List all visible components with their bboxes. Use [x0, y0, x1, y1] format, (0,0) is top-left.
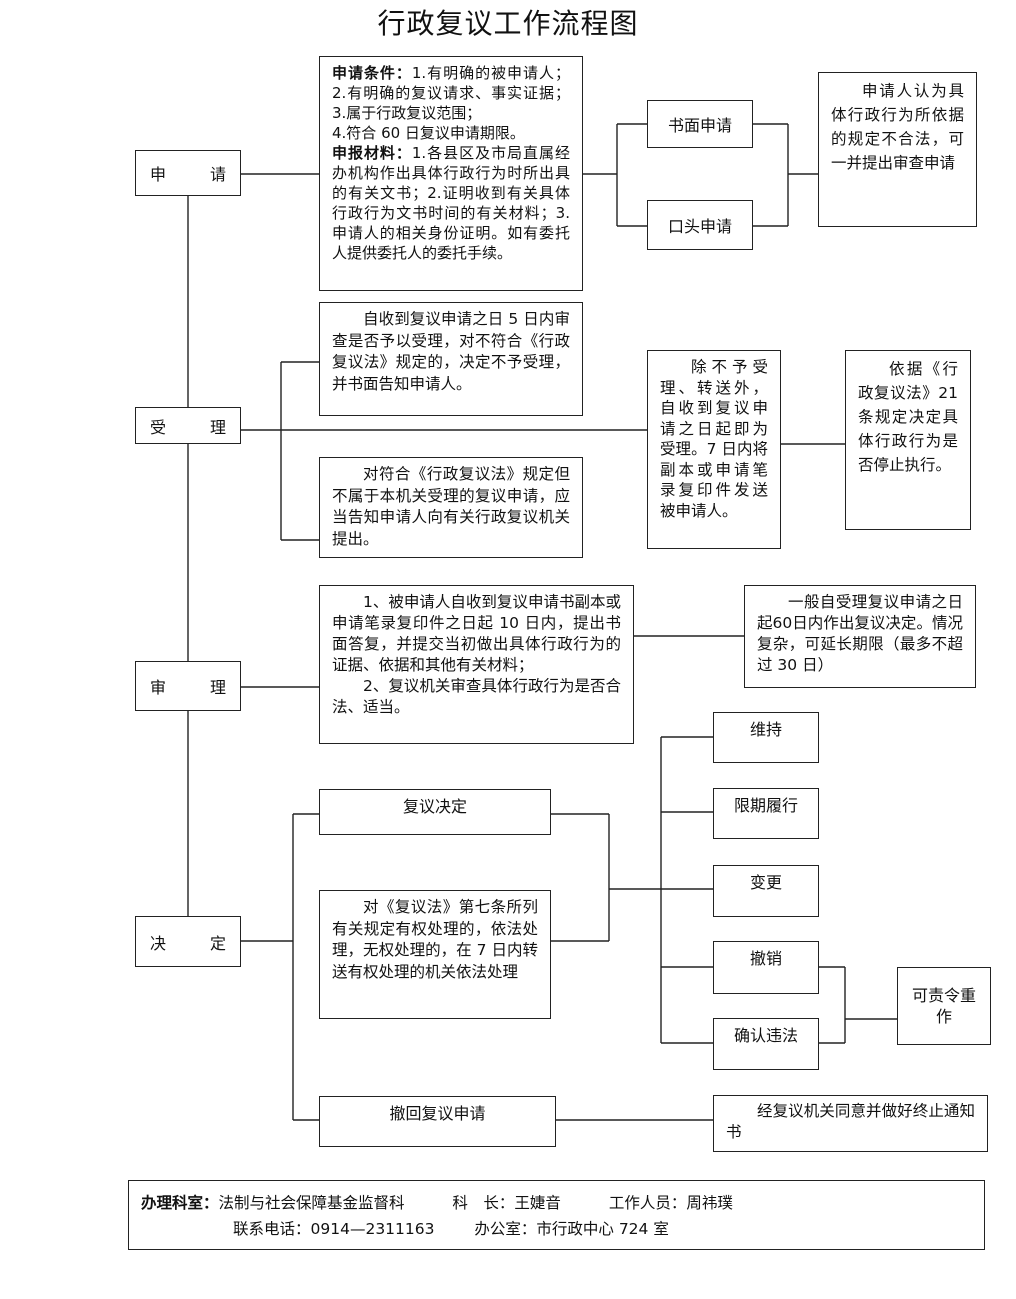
stage-decide-char-1: 决 — [150, 933, 167, 953]
conditions-text-2: 4.符合 60 日复议申请期限。 — [332, 124, 525, 142]
review-period-box: 一般自受理复议申请之日起60日内作出复议决定。情况复杂，可延长期限（最多不超过 … — [744, 585, 976, 688]
redo-order-box: 可责令重作 — [897, 967, 991, 1045]
office-value: 法制与社会保障基金监督科 — [218, 1194, 405, 1212]
legality-review-note: 申请人认为具体行政行为所依据的规定不合法，可一并提出审查申请 — [818, 72, 977, 227]
outcome-change: 变更 — [713, 865, 819, 917]
outcome-revoke: 撤销 — [713, 941, 819, 994]
stage-accept-char-2: 理 — [209, 417, 226, 437]
decision-box: 复议决定 — [319, 789, 551, 835]
footer-row-1: 办理科室：法制与社会保障基金监督科 科 长：王婕音 工作人员：周祎璞 — [141, 1191, 733, 1213]
outcome-perform-within-deadline: 限期履行 — [713, 788, 819, 839]
materials-label: 申报材料： — [332, 144, 412, 162]
withdraw-box: 撤回复议申请 — [319, 1096, 556, 1147]
stage-review-char-1: 审 — [150, 678, 167, 697]
chief-value: 王婕音 — [514, 1194, 561, 1212]
decision-label: 复议决定 — [402, 797, 467, 816]
reject-rule-box: 自收到复议申请之日 5 日内审查是否予以受理，对不符合《行政复议法》规定的，决定… — [319, 302, 583, 416]
room-label: 办公室： — [474, 1220, 537, 1238]
redo-order-label: 可责令重作 — [912, 986, 977, 1026]
stage-review: 审 理 — [135, 661, 241, 711]
outcome-uphold: 维持 — [713, 712, 819, 763]
review-step-1: 1、被申请人自收到复议申请书副本或申请笔录复印件之日起 10 日内，提出书面答复… — [332, 593, 621, 674]
termination-notice-box: 经复议机关同意并做好终止通知书 — [713, 1095, 988, 1152]
stage-apply: 申 请 — [135, 150, 241, 196]
withdraw-label: 撤回复议申请 — [389, 1104, 486, 1123]
outcome-perform-label: 限期履行 — [733, 796, 798, 815]
staff-label: 工作人员： — [608, 1194, 687, 1212]
stage-decide-char-2: 定 — [209, 933, 226, 953]
phone-value: 0914—2311163 — [310, 1220, 435, 1238]
transfer-rule-box: 对符合《行政复议法》规定但不属于本机关受理的复议申请，应当告知申请人向有关行政复… — [319, 457, 583, 558]
written-application-box: 书面申请 — [647, 100, 753, 148]
conditions-label: 申请条件： — [332, 64, 412, 82]
outcome-change-label: 变更 — [749, 873, 782, 892]
footer-row-2: 联系电话：0914—2311163 办公室：市行政中心 724 室 — [233, 1217, 669, 1239]
stage-review-char-2: 理 — [209, 678, 226, 697]
office-label: 办理科室： — [141, 1194, 219, 1212]
article-7-box: 对《复议法》第七条所列有关规定有权处理的，依法处理，无权处理的，在 7 日内转送… — [319, 890, 551, 1019]
apply-conditions-box: 申请条件：1.有明确的被申请人；2.有明确的复议请求、事实证据；3.属于行政复议… — [319, 56, 583, 291]
stage-accept: 受 理 — [135, 407, 241, 444]
no-stop-execution-box: 依据《行政复议法》21 条规定决定具体行政行为是否停止执行。 — [845, 350, 971, 530]
oral-application-box: 口头申请 — [647, 200, 753, 250]
review-steps-box: 1、被申请人自收到复议申请书副本或申请笔录复印件之日起 10 日内，提出书面答复… — [319, 585, 634, 744]
room-value: 市行政中心 724 室 — [536, 1220, 669, 1238]
outcome-confirm-illegal: 确认违法 — [713, 1018, 819, 1070]
written-application-label: 书面申请 — [667, 116, 732, 135]
outcome-uphold-label: 维持 — [749, 720, 782, 739]
outcome-confirm-illegal-label: 确认违法 — [733, 1026, 798, 1045]
review-step-2: 2、复议机关审查具体行政行为是否合法、适当。 — [332, 677, 621, 716]
stage-apply-char-1: 申 — [150, 165, 167, 184]
conditions-text: 1.有明确的被申请人；2.有明确的复议请求、事实证据；3.属于行政复议范围； — [332, 64, 570, 122]
page-title: 行政复议工作流程图 — [377, 7, 639, 40]
stage-apply-char-2: 请 — [209, 165, 226, 184]
staff-value: 周祎璞 — [686, 1194, 733, 1212]
phone-label: 联系电话： — [233, 1220, 311, 1238]
outcome-revoke-label: 撤销 — [749, 949, 782, 968]
materials-text: 1.各县区及市局直属经办机构作出具体行政行为时所出具的有关文书；2.证明收到有关… — [332, 144, 570, 262]
contact-footer: 办理科室：法制与社会保障基金监督科 科 长：王婕音 工作人员：周祎璞 联系电话：… — [128, 1180, 985, 1250]
oral-application-label: 口头申请 — [667, 217, 732, 236]
chief-label: 科 长： — [452, 1194, 515, 1212]
stage-accept-char-1: 受 — [150, 417, 167, 437]
stage-decide: 决 定 — [135, 916, 241, 967]
accepted-rule-box: 除不予受理、转送外，自收到复议申请之日起即为受理。7 日内将副本或申请笔录复印件… — [647, 350, 781, 549]
